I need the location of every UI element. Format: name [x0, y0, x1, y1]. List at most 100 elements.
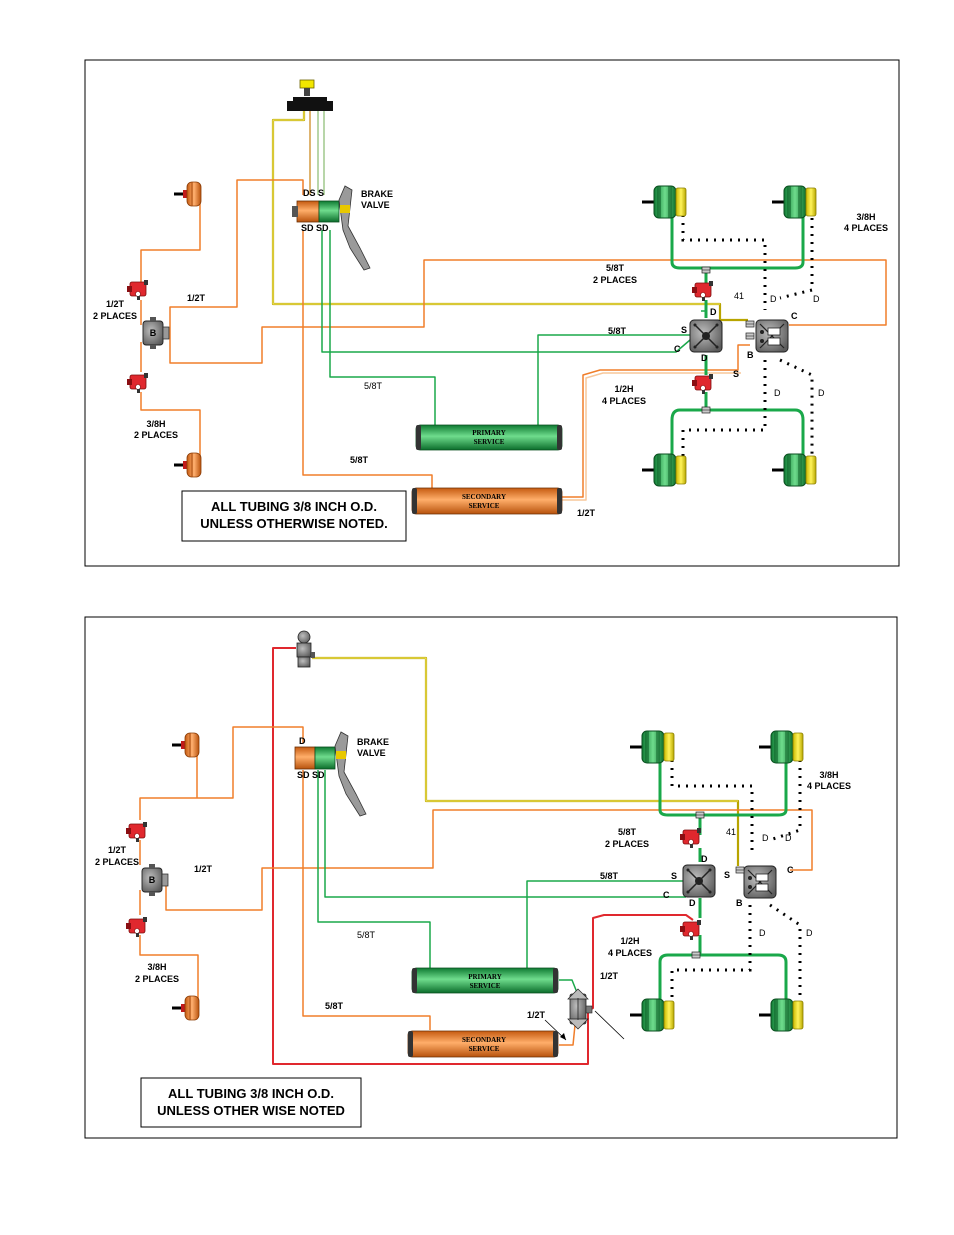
svg-text:2 PLACES: 2 PLACES: [605, 839, 649, 849]
brake-valve-label-line2: VALVE: [361, 200, 390, 210]
front-quick-release-valve-top: [126, 279, 149, 301]
rear-chamber-top-right-2: [757, 729, 805, 765]
spring-brake-valve-2: [743, 865, 777, 899]
tee-fitting-top: [701, 266, 711, 274]
front-relay-valve: [142, 316, 170, 350]
diagram-1: DS S SD SD BRAKE VALVE PRIMARY SERVICE: [84, 59, 900, 567]
svg-text:D: D: [813, 294, 820, 304]
rear-chamber-bottom-left-2: [628, 997, 676, 1033]
tubing-note-2: ALL TUBING 3/8 INCH O.D. UNLESS OTHER WI…: [140, 1077, 362, 1128]
pointer-line: [594, 1010, 625, 1040]
label-port-41-2: 41: [726, 827, 736, 837]
primary-service-tank-2: PRIMARY SERVICE: [411, 967, 559, 994]
tee-fitting-bottom: [701, 406, 711, 414]
front-brake-chamber-bottom-2: [170, 994, 201, 1022]
svg-text:D: D: [701, 854, 708, 864]
label-five-eighths-primary: 5/8T: [364, 381, 383, 391]
rear-quick-release-bottom: [691, 373, 714, 395]
front-brake-chamber-top-2: [170, 731, 201, 759]
brake-valve-label-line1: BRAKE: [361, 189, 393, 199]
svg-text:D: D: [806, 928, 813, 938]
svg-text:D: D: [759, 928, 766, 938]
label-port-41: 41: [734, 291, 744, 301]
valve-bottom-ports: SD SD: [301, 223, 329, 233]
label-half-tube-bottom: 1/2T: [577, 508, 596, 518]
secondary-service-tank-2: SECONDARY SERVICE: [407, 1030, 559, 1058]
label-five-eighths-2-places-2: 5/8T: [618, 827, 637, 837]
svg-text:UNLESS OTHERWISE NOTED.: UNLESS OTHERWISE NOTED.: [200, 516, 388, 531]
svg-text:2 PLACES: 2 PLACES: [93, 311, 137, 321]
spring-valve-port-fitting: [745, 320, 755, 328]
svg-text:SECONDARY: SECONDARY: [462, 1036, 506, 1044]
dotted-lines: [681, 210, 814, 456]
valve-bottom-ports-2: SD SD: [297, 770, 325, 780]
svg-text:PRIMARY: PRIMARY: [472, 429, 506, 437]
axle-hoses-2: [658, 753, 788, 1010]
label-front-hose-2: 3/8H: [147, 962, 166, 972]
svg-text:D: D: [689, 898, 696, 908]
svg-text:2 PLACES: 2 PLACES: [134, 430, 178, 440]
svg-text:4 PLACES: 4 PLACES: [602, 396, 646, 406]
svg-text:SERVICE: SERVICE: [474, 438, 505, 446]
svg-text:ALL TUBING 3/8 INCH O.D.: ALL TUBING 3/8 INCH O.D.: [211, 499, 377, 514]
diagram-1-frame: [84, 59, 900, 567]
svg-text:4 PLACES: 4 PLACES: [608, 948, 652, 958]
rear-chamber-top-left-2: [628, 729, 676, 765]
spring-valve-port-fitting-3: [735, 866, 745, 874]
label-front-hose: 3/8H: [146, 419, 165, 429]
rear-chamber-bottom-right: [770, 452, 818, 488]
rear-relay-valve: [689, 319, 723, 353]
svg-text:B: B: [736, 898, 743, 908]
svg-text:C: C: [787, 865, 794, 875]
svg-text:2 PLACES: 2 PLACES: [593, 275, 637, 285]
label-half-tube-2-places: 1/2T: [106, 299, 125, 309]
label-half-hose-2: 1/2H: [620, 936, 639, 946]
svg-text:4 PLACES: 4 PLACES: [844, 223, 888, 233]
label-five-eighths-secondary-2: 5/8T: [325, 1001, 344, 1011]
svg-text:2 PLACES: 2 PLACES: [95, 857, 139, 867]
label-rear-hose-2: 3/8H: [819, 770, 838, 780]
label-half-tube: 1/2T: [187, 293, 206, 303]
label-five-eighths-primary-2: 5/8T: [357, 930, 376, 940]
svg-text:4 PLACES: 4 PLACES: [807, 781, 851, 791]
rear-quick-release-bottom-2: [679, 919, 702, 941]
spring-valve-port-fitting-2: [745, 332, 755, 340]
svg-text:D: D: [818, 388, 825, 398]
label-half-hose: 1/2H: [614, 384, 633, 394]
label-half-tube-2: 1/2T: [194, 864, 213, 874]
svg-text:S: S: [681, 325, 687, 335]
label-rear-hose: 3/8H: [856, 212, 875, 222]
svg-text:SERVICE: SERVICE: [470, 982, 501, 990]
rear-chamber-top-right: [770, 184, 818, 220]
secondary-service-tank: SECONDARY SERVICE: [411, 487, 563, 515]
rear-quick-release-top-2: [679, 827, 702, 849]
tee-fitting-top-2: [695, 811, 705, 819]
tubing-lines-2: [139, 647, 813, 1065]
treadle-top-fitting: [287, 79, 333, 111]
brake-valve-2: [294, 731, 367, 817]
svg-text:C: C: [791, 311, 798, 321]
label-half-tube-right-2: 1/2T: [600, 971, 619, 981]
svg-text:D: D: [785, 833, 792, 843]
svg-text:SERVICE: SERVICE: [469, 502, 500, 510]
front-relay-valve-2: [141, 863, 169, 897]
svg-text:C: C: [674, 344, 681, 354]
front-quick-release-valve-bottom-2: [125, 916, 148, 938]
rear-relay-valve-2: [682, 864, 716, 898]
front-brake-chamber-bottom: [172, 451, 203, 479]
svg-text:UNLESS OTHER WISE NOTED: UNLESS OTHER WISE NOTED: [157, 1103, 345, 1118]
rear-chamber-bottom-left: [640, 452, 688, 488]
valve-top-ports-2: D: [299, 736, 306, 746]
front-brake-chamber-top: [172, 180, 203, 208]
svg-text:D: D: [774, 388, 781, 398]
brake-valve-label-2-line2: VALVE: [357, 748, 386, 758]
spring-brake-valve: [755, 319, 789, 353]
label-five-eighths-2-places: 5/8T: [606, 263, 625, 273]
label-half-tube-lower-2: 1/2T: [527, 1010, 546, 1020]
svg-text:C: C: [663, 890, 670, 900]
valve-top-ports: DS S: [303, 188, 324, 198]
front-quick-release-valve-top-2: [125, 821, 148, 843]
diagram-2: D SD SD BRAKE VALVE: [84, 616, 898, 1139]
svg-text:S: S: [733, 369, 739, 379]
svg-text:ALL TUBING 3/8 INCH O.D.: ALL TUBING 3/8 INCH O.D.: [168, 1086, 334, 1101]
